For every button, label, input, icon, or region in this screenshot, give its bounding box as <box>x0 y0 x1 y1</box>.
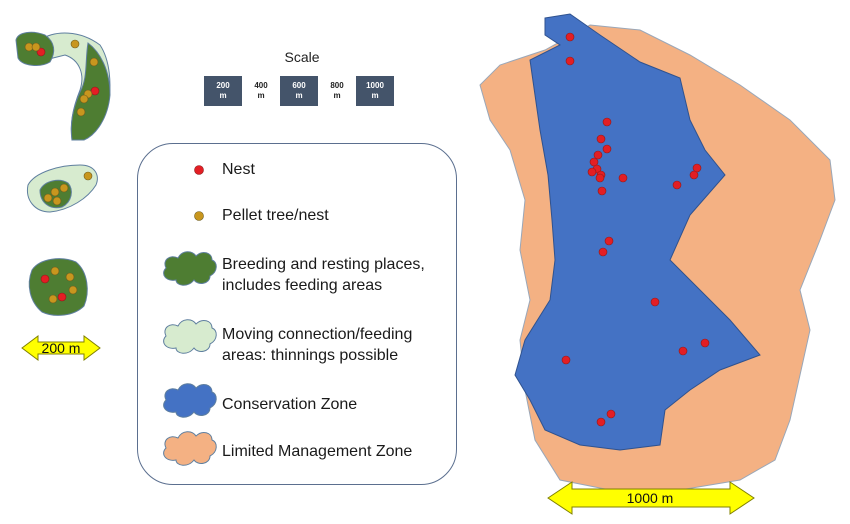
nest-point <box>700 338 710 348</box>
pellet-point <box>52 196 62 206</box>
pellet-point <box>70 39 80 49</box>
legend-conservation-label: Conservation Zone <box>222 396 358 413</box>
nest-point <box>593 150 603 160</box>
pellet-point <box>50 187 60 197</box>
nest-point <box>618 173 628 183</box>
nest-point <box>565 32 575 42</box>
nest-point <box>602 144 612 154</box>
nest-point <box>587 167 597 177</box>
nest-point <box>604 236 614 246</box>
pellet-point <box>43 193 53 203</box>
small-arrow-label: 200 m <box>41 340 81 356</box>
large-scale-arrow <box>547 481 755 515</box>
nest-point <box>596 417 606 427</box>
pellet-points <box>24 39 99 304</box>
pellet-point <box>83 171 93 181</box>
nest-point <box>40 274 50 284</box>
legend-box <box>137 143 457 485</box>
nest-point <box>57 292 67 302</box>
pellet-point <box>76 107 86 117</box>
nest-points <box>36 32 710 427</box>
pellet-point <box>59 183 69 193</box>
nest-point <box>598 247 608 257</box>
scale-title: Scale <box>284 49 320 65</box>
legend-conservation-cloud <box>163 383 217 418</box>
nest-point <box>595 173 605 183</box>
conservation-zone <box>514 13 761 451</box>
nest-point <box>672 180 682 190</box>
pellet-point <box>79 94 89 104</box>
legend-breeding-label: Breeding and resting places,includes fee… <box>222 256 425 294</box>
legend-pellet-label: Pellet tree/nest <box>222 207 329 224</box>
nest-point <box>689 170 699 180</box>
legend-limited-label: Limited Management Zone <box>222 443 413 460</box>
nest-point <box>602 117 612 127</box>
pellet-point <box>68 285 78 295</box>
pellet-point <box>89 57 99 67</box>
nest-point <box>606 409 616 419</box>
breeding-patch-bottom <box>28 258 88 316</box>
pellet-point <box>31 42 41 52</box>
nest-point <box>565 56 575 66</box>
small-scale-arrow <box>21 335 101 361</box>
legend-nest-label: Nest <box>222 161 255 178</box>
nest-point <box>596 134 606 144</box>
legend-pellet-symbol <box>194 211 204 221</box>
nest-point <box>597 186 607 196</box>
legend-breeding-cloud <box>163 251 217 286</box>
legend-moving-cloud <box>163 319 217 354</box>
nest-point <box>650 297 660 307</box>
nest-point <box>561 355 571 365</box>
nest-point <box>678 346 688 356</box>
pellet-point <box>65 272 75 282</box>
pellet-point <box>48 294 58 304</box>
pellet-point <box>50 266 60 276</box>
legend-limited-cloud <box>163 431 217 466</box>
legend-nest-symbol <box>194 165 204 175</box>
large-arrow-label: 1000 m <box>626 490 674 506</box>
